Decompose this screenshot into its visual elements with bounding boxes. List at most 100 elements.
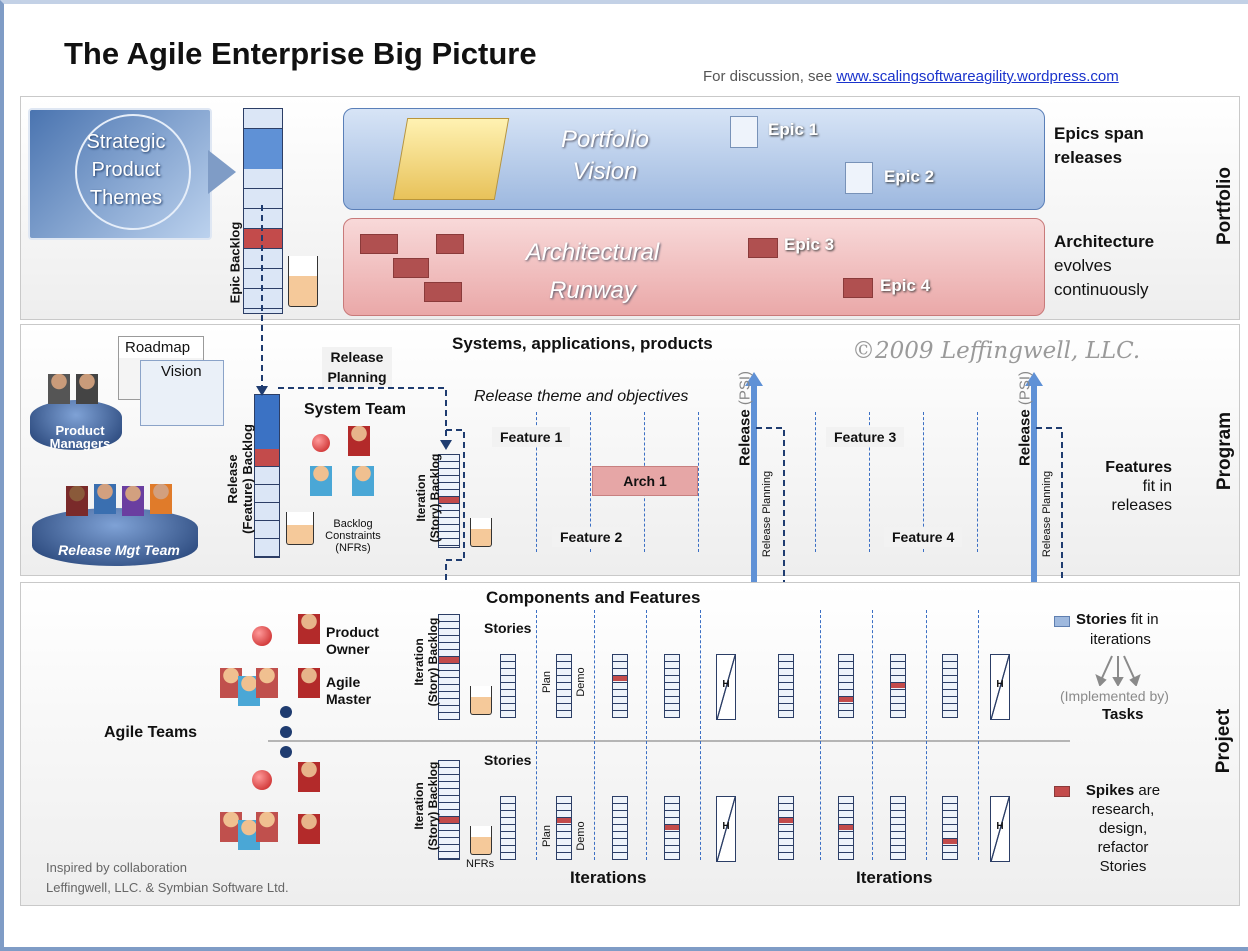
story-stack — [612, 654, 628, 718]
iteration-divider — [820, 610, 821, 860]
team2-iteration-label: Iteration (Story) Backlog — [412, 752, 440, 860]
features-note-1: Features — [1105, 459, 1172, 476]
iteration-divider — [536, 412, 537, 552]
program-iteration-backlog — [438, 454, 460, 548]
hub-icon — [312, 434, 330, 452]
hardening-iteration: H — [990, 654, 1010, 720]
dot-icon — [280, 706, 292, 718]
stories-note-line-1: Stories fit in — [1076, 610, 1159, 630]
iterations-label-1: Iterations — [570, 868, 647, 887]
story-stack — [556, 654, 572, 718]
arch-block-icon — [360, 234, 398, 254]
stories-note: Stories fit in iterations — [1076, 610, 1159, 650]
themes-line-1: Strategic — [86, 131, 166, 153]
arch-1-block: Arch 1 — [592, 466, 698, 496]
story-stack — [500, 796, 516, 860]
stories-note-rest: fit in — [1126, 611, 1159, 628]
themes-line-3: Themes — [89, 187, 163, 209]
spikes-note-line-2: research, — [1091, 801, 1155, 818]
constraints-line-2: Constraints — [325, 530, 381, 542]
system-team-label: System Team — [304, 401, 406, 418]
discussion-prefix: For discussion, see — [703, 68, 837, 85]
iteration-divider — [926, 610, 927, 860]
manager-person-icon — [48, 374, 70, 404]
epic-cup — [288, 256, 318, 307]
hardening-h: H — [722, 679, 730, 690]
release-planning-label: Release Planning — [322, 347, 392, 387]
product-managers-label: Product Managers — [40, 424, 120, 450]
themes-box: Strategic Product Themes — [28, 108, 212, 240]
stories-label-2: Stories — [484, 752, 532, 768]
vision-doc-label: Vision — [161, 363, 202, 380]
release-backlog-red — [255, 449, 279, 466]
project-heading: Components and Features — [486, 588, 701, 607]
architecture-note-2: evolves — [1054, 256, 1112, 275]
vision-doc: Vision — [140, 360, 224, 426]
dot-icon — [280, 746, 292, 758]
constraints-line-1: Backlog — [333, 518, 373, 530]
iteration-divider — [536, 610, 537, 860]
release-mgt-pedestal — [32, 508, 198, 566]
project-band — [20, 582, 1240, 906]
iteration-divider — [698, 412, 699, 552]
features-note: Features fit in releases — [1104, 458, 1172, 515]
po-line-2: Owner — [326, 641, 370, 657]
team-member-icon — [256, 812, 278, 842]
plan-label-2: Plan — [541, 824, 553, 848]
story-stack — [778, 796, 794, 860]
rp-line-1: Release — [330, 349, 384, 365]
inspired-line-1: Inspired by collaboration — [46, 860, 187, 875]
discussion-link[interactable]: www.scalingsoftwareagility.wordpress.com — [836, 68, 1119, 85]
story-stack — [890, 796, 906, 860]
release-arrowhead-1 — [745, 372, 763, 386]
program-iteration-red — [439, 497, 459, 503]
inspired-note: Inspired by collaboration Leffingwell, L… — [46, 858, 289, 898]
team-person-icon — [122, 486, 144, 516]
t1ib-line-1: Iteration — [412, 638, 426, 686]
feature-2: Feature 2 — [552, 527, 631, 547]
hardening-h: H — [996, 821, 1004, 832]
epic-4-square — [843, 278, 873, 298]
inspired-line-2: Leffingwell, LLC. & Symbian Software Ltd… — [46, 880, 289, 895]
person-icon — [352, 466, 374, 496]
story-stack — [556, 796, 572, 860]
spike-legend-swatch — [1054, 786, 1070, 797]
team-hub-icon — [252, 770, 272, 790]
team2-cup — [470, 826, 492, 855]
spike-mark — [839, 697, 853, 702]
agile-master-label: Agile Master — [326, 674, 371, 708]
vision-line-2: Vision — [572, 158, 638, 185]
story-stack — [838, 796, 854, 860]
iteration-divider — [977, 412, 978, 552]
dot-icon — [280, 726, 292, 738]
po-line-1: Product — [326, 624, 379, 640]
spike-mark — [613, 676, 627, 681]
architecture-note: Architecture evolves continuously — [1054, 230, 1154, 302]
spike-mark — [891, 683, 905, 688]
epics-note-1: Epics span — [1054, 124, 1144, 143]
iteration-divider — [978, 610, 979, 860]
architecture-note-1: Architecture — [1054, 232, 1155, 251]
release-backlog-top — [255, 395, 279, 449]
am-line-2: Master — [326, 691, 372, 707]
epic-4-label: Epic 4 — [880, 276, 931, 295]
feature-1: Feature 1 — [492, 427, 571, 447]
features-note-3: releases — [1111, 497, 1172, 514]
team-member-icon — [220, 812, 242, 842]
product-owner-label: Product Owner — [326, 624, 379, 658]
story-stack — [838, 654, 854, 718]
features-note-2: fit in — [1142, 478, 1172, 495]
themes-line-2: Product — [91, 159, 161, 181]
story-stack — [778, 654, 794, 718]
program-cup — [470, 518, 492, 547]
t2ib-line-2: (Story) Backlog — [426, 761, 440, 851]
document-icon — [845, 162, 873, 194]
story-stack — [942, 654, 958, 718]
feature-4: Feature 4 — [884, 527, 963, 547]
hardening-iteration: H — [716, 796, 736, 862]
roadmap-label: Roadmap — [119, 337, 203, 358]
team-person-icon — [94, 484, 116, 514]
team1-backlog-red — [439, 657, 459, 663]
story-stack — [500, 654, 516, 718]
demo-label-2: Demo — [575, 821, 587, 851]
